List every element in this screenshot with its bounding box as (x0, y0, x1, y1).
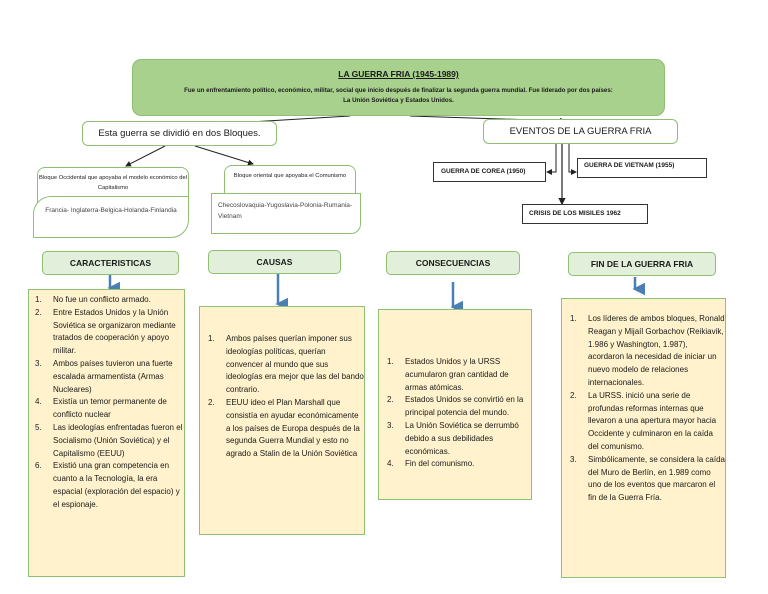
list-item: 2. Estados Unidos se convirtió en la prin… (379, 394, 531, 420)
list-item: 3. Ambos países tuvieron una fuerte escal… (29, 358, 184, 396)
item-number: 3. (35, 358, 42, 368)
item-text: La URSS. inició una serie de profundas r… (588, 390, 717, 451)
event-vietnam: GUERRA DE VIETNAM (1955) (577, 158, 707, 178)
item-number: 3. (387, 420, 394, 430)
item-number: 5. (35, 422, 42, 432)
arrow-eventos-to-vietnam (568, 144, 577, 175)
list-item: 2. La URSS. inició una serie de profundas… (562, 390, 725, 454)
list-item: 3. La Unión Soviética se derrumbó debido … (379, 420, 531, 458)
arrow-bloques-to-oriental (194, 145, 254, 166)
list-item: 2. Entre Estados Unidos y la Unión Soviét… (29, 307, 184, 358)
item-text: Estados Unidos y la URSS acumularon gran… (405, 357, 509, 392)
item-text: Las ideologías enfrentadas fueron el Soc… (53, 422, 183, 458)
list-item: 4. Existía un temor permanente de conflic… (29, 396, 184, 422)
item-text: Ambos países querían imponer sus ideolog… (226, 334, 364, 395)
main-title: LA GUERRA FRIA (1945-1989) (338, 69, 459, 79)
header-fin-guerra-fria: FIN DE LA GUERRA FRIA (568, 252, 716, 276)
item-number: 3. (570, 454, 577, 464)
eventos-box: EVENTOS DE LA GUERRA FRIA (483, 119, 678, 144)
item-number: 2. (35, 307, 42, 317)
main-description-line1: Fue un enfrentamiento político, económic… (184, 87, 613, 94)
header-caracteristicas: CARACTERISTICAS (42, 251, 179, 275)
item-text: Estados Unidos se convirtió en la princi… (405, 395, 524, 418)
event-misiles: CRISIS DE LOS MISILES 1962 (522, 204, 648, 224)
item-text: Ambos países tuvieron una fuerte escalad… (53, 358, 173, 394)
bloque-oriental-countries: Checoslovaquia-Yugoslavia-Polonia-Rumani… (211, 193, 361, 234)
caracteristicas-list-box: 1. No fue un conflicto armado. 2. Entre Es… (28, 289, 185, 577)
item-number: 2. (208, 397, 215, 407)
item-text: No fue un conflicto armado. (53, 295, 151, 304)
main-description-line2: La Unión Soviética y Estados Unidos. (343, 97, 454, 104)
event-corea: GUERRA DE COREA (1950) (433, 162, 546, 182)
item-number: 1. (208, 334, 215, 343)
list-item: 6. Existió una gran competencia en cuanto… (29, 460, 184, 511)
item-number: 6. (35, 461, 42, 471)
list-item: 4. Fin del comunismo. (379, 458, 531, 471)
item-number: 4. (35, 397, 42, 407)
list-item: 1. Ambos países querían imponer sus ideol… (200, 333, 364, 397)
item-number: 1. (387, 357, 394, 366)
item-text: Entre Estados Unidos y la Unión Soviétic… (53, 307, 176, 356)
list-item: 3. Simbólicamente, se considera la caída … (562, 454, 725, 505)
consecuencias-list-box: 1. Estados Unidos y la URSS acumularon gr… (378, 309, 532, 500)
item-number: 2. (570, 390, 577, 400)
item-text: Los líderes de ambos bloques, Ronald Rea… (588, 314, 725, 387)
causas-list-box: 1. Ambos países querían imponer sus ideol… (199, 306, 365, 535)
list-item: 1. Estados Unidos y la URSS acumularon gr… (379, 356, 531, 394)
item-number: 1. (35, 295, 42, 304)
header-consecuencias: CONSECUENCIAS (386, 251, 520, 275)
item-text: La Unión Soviética se derrumbó debido a … (405, 420, 519, 456)
bloques-box: Esta guerra se dividió en dos Bloques. (82, 121, 277, 146)
item-number: 4. (387, 459, 394, 469)
item-text: Existía un temor permanente de conflicto… (53, 397, 167, 420)
header-causas: CAUSAS (208, 250, 341, 274)
list-item: 1. Los líderes de ambos bloques, Ronald R… (562, 313, 725, 390)
item-text: Simbólicamente, se considera la caída de… (588, 454, 725, 503)
item-text: Fin del comunismo. (405, 459, 475, 469)
main-description: Fue un enfrentamiento político, económic… (133, 86, 664, 106)
list-item: 1. No fue un conflicto armado. (29, 294, 184, 307)
item-number: 1. (570, 314, 577, 323)
bloque-occidental-countries: Francia- Inglaterra-Belgica-Holanda-Finl… (33, 196, 189, 238)
arrow-eventos-to-corea (546, 144, 557, 175)
item-text: Existió una gran competencia en cuanto a… (53, 461, 180, 509)
item-number: 2. (387, 395, 394, 405)
list-item: 5. Las ideologías enfrentadas fueron el S… (29, 422, 184, 460)
arrow-bloques-to-occidental (125, 145, 166, 167)
list-item: 2. EEUU ideo el Plan Marshall que consist… (200, 397, 364, 461)
fin-list-box: 1. Los líderes de ambos bloques, Ronald R… (561, 298, 726, 578)
item-text: EEUU ideo el Plan Marshall que consistía… (226, 397, 360, 459)
main-topic-box: LA GUERRA FRIA (1945-1989) Fue un enfren… (132, 59, 665, 116)
